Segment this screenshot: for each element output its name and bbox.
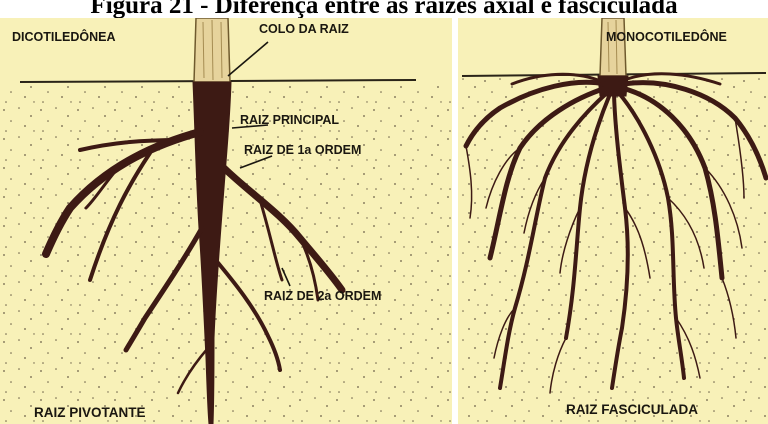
left-panel: DICOTILEDÔNEA COLO DA RAIZ RAIZ PRINCIPA… <box>0 18 452 424</box>
monocot-stem <box>600 18 626 76</box>
fasciculada-label: RAIZ FASCICULADA <box>566 402 698 417</box>
panel-divider <box>452 18 458 424</box>
right-panel: MONOCOTILEDÔNE RAIZ FASCICULADA <box>458 18 768 424</box>
dicot-label: DICOTILEDÔNEA <box>12 29 115 44</box>
principal-label: RAIZ PRINCIPAL <box>240 113 339 127</box>
segunda-ordem-label: RAIZ DE 2a ORDEM <box>264 289 381 303</box>
primeira-ordem-label: RAIZ DE 1a ORDEM <box>244 143 361 157</box>
monocot-label: MONOCOTILEDÔNE <box>606 29 727 44</box>
root-diagram-svg: DICOTILEDÔNEA COLO DA RAIZ RAIZ PRINCIPA… <box>0 18 768 424</box>
root-comparison-figure: DICOTILEDÔNEA COLO DA RAIZ RAIZ PRINCIPA… <box>0 18 768 424</box>
colo-label: COLO DA RAIZ <box>259 22 349 36</box>
pivotante-label: RAIZ PIVOTANTE <box>34 405 146 420</box>
